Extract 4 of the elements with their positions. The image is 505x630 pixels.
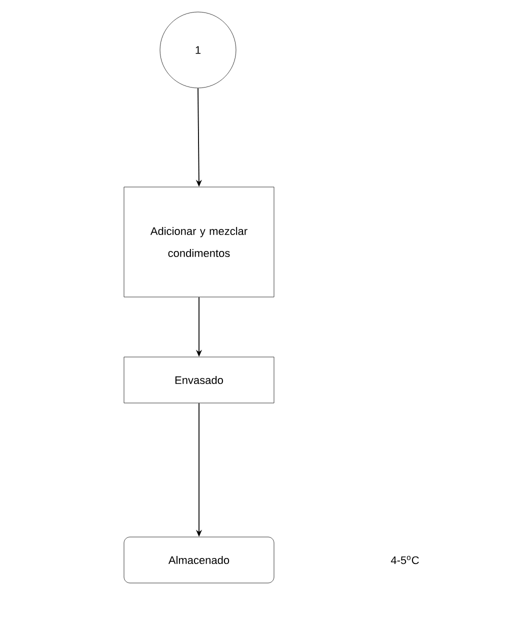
process-box: Envasado: [124, 356, 274, 404]
terminal-box: Almacenado: [124, 536, 274, 584]
temperature-label: 4-5$^{o}$C: [390, 556, 419, 564]
process-box: Adicionar y mezclar condimentos: [124, 186, 274, 298]
